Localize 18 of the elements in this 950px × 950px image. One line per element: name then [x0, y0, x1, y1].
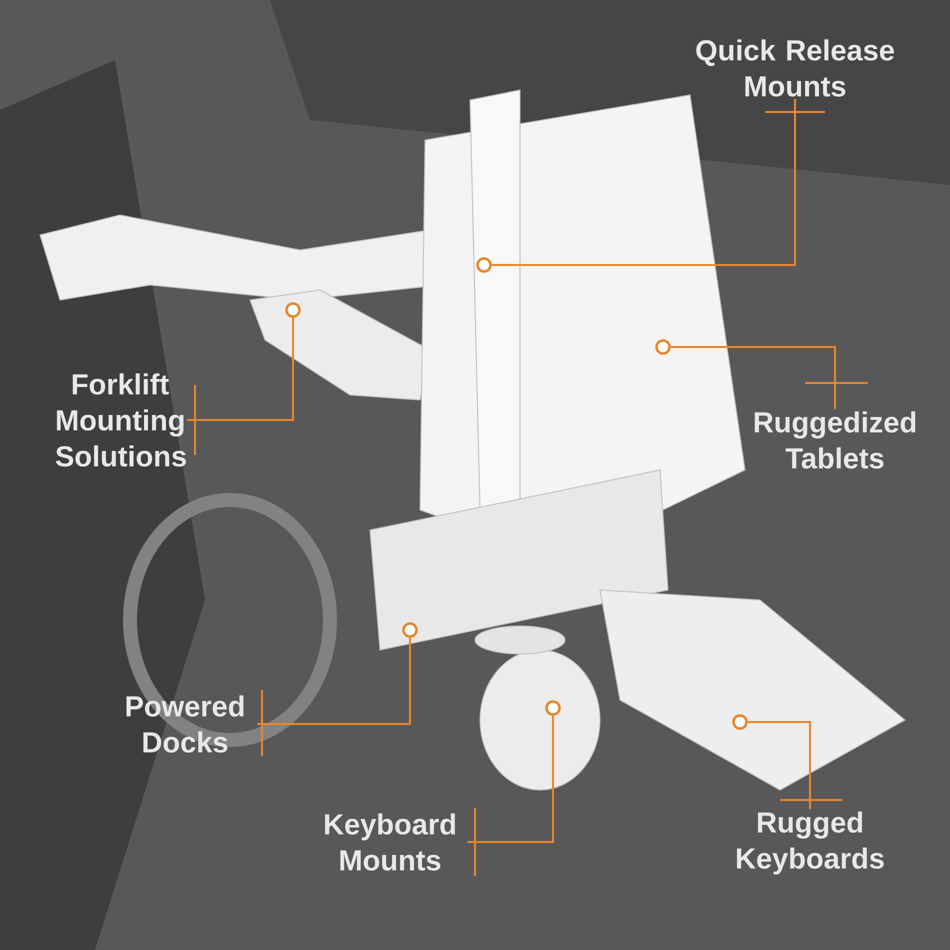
leader-line — [466, 714, 554, 877]
callout-dot — [545, 700, 561, 716]
leader-line — [490, 98, 826, 266]
leader-line — [186, 316, 294, 456]
callout-label: Powered Docks — [126, 695, 244, 753]
callout-label: Quick Release Mounts — [696, 39, 894, 97]
callout-dot — [732, 714, 748, 730]
leader-line — [256, 636, 411, 757]
callout-dot — [655, 339, 671, 355]
leader-line — [746, 721, 843, 810]
callout-label: Rugged Keyboards — [737, 812, 884, 875]
callout-dot — [402, 622, 418, 638]
callout-label: Forklift Mounting Solutions — [56, 373, 186, 467]
callout-dot — [476, 257, 492, 273]
leader-line — [670, 346, 870, 410]
callout-dot — [285, 302, 301, 318]
callout-label: Ruggedized Tablets — [754, 411, 916, 469]
callout-label: Keyboard Mounts — [325, 813, 455, 871]
